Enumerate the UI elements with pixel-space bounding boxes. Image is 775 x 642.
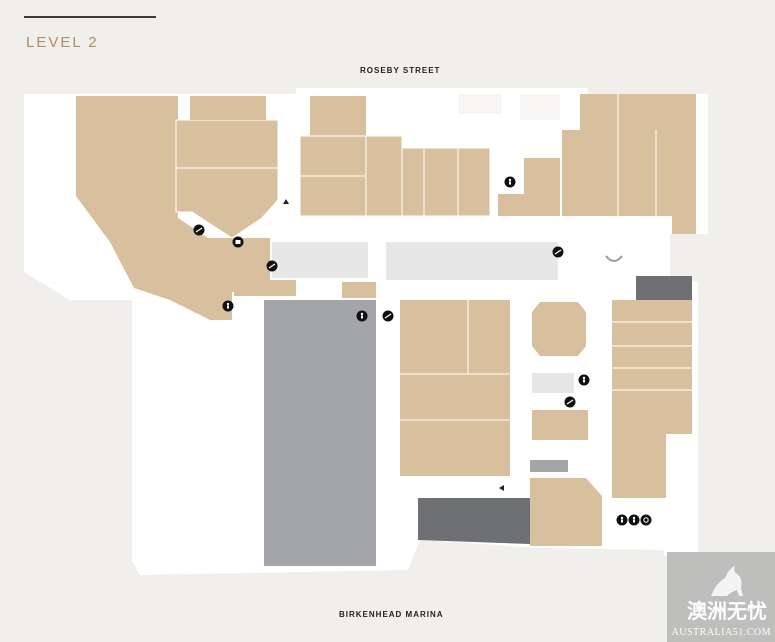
escalator-icon: [382, 310, 394, 322]
escalator-icon: [266, 260, 278, 272]
tenant-n4: [365, 135, 403, 217]
tenant-nw-lower: [175, 167, 279, 239]
corridor-strip-mid: [532, 373, 574, 393]
tenant-n6: [423, 147, 459, 217]
tenant-n3: [299, 175, 367, 217]
toilet-icon: [356, 310, 368, 322]
tenant-east-col: [612, 300, 692, 434]
toilet-icon: [578, 374, 590, 386]
tenant-south-east: [530, 478, 602, 546]
tenant-n1: [310, 96, 366, 136]
tenant-n9: [524, 158, 560, 216]
tenant-east-low: [612, 434, 666, 498]
carpark: [264, 300, 376, 566]
tenant-n2: [299, 135, 367, 177]
tenant-large-west: [76, 96, 270, 320]
escalator-icon: [564, 396, 576, 408]
tenant-central: [400, 300, 510, 476]
tenant-n5: [401, 147, 425, 217]
watermark-en: AUSTRALIA51.COM: [671, 627, 771, 638]
toilet-icon: [628, 514, 640, 526]
entry-arrow-icon: [283, 199, 289, 204]
entry-arrow-icon: [499, 485, 504, 491]
tenant-ne-small-2: [520, 94, 560, 120]
watermark-cn: 澳洲无忧: [687, 599, 767, 623]
street-label-north: ROSEBY STREET: [360, 66, 441, 75]
tenant-ne-big: [562, 94, 696, 234]
tenant-east-top-dark: [636, 276, 692, 300]
tenant-south-dark: [418, 498, 530, 544]
tenant-small-west: [234, 262, 296, 296]
corridor-strip-east: [386, 242, 558, 280]
header-rule: [24, 16, 156, 18]
street-label-south: BIRKENHEAD MARINA: [339, 610, 444, 619]
tenant-n8: [498, 194, 524, 216]
tenant-octagon: [532, 302, 586, 356]
tenant-dark-small: [530, 460, 568, 472]
tenant-ne-small: [458, 94, 502, 114]
toilet-icon: [504, 176, 516, 188]
level-title: LEVEL 2: [26, 34, 99, 51]
toilet-icon: [616, 514, 628, 526]
lift-icon: [232, 236, 244, 248]
tenant-mid-small: [342, 282, 376, 298]
stairs-icon: [605, 255, 623, 262]
tenant-n7: [457, 147, 491, 217]
tenant-south-small: [532, 410, 588, 440]
watermark: 澳洲无忧 AUSTRALIA51.COM: [667, 552, 775, 642]
kangaroo-icon: [711, 566, 743, 596]
escalator-icon: [552, 246, 564, 258]
escalator-icon: [193, 224, 205, 236]
corridor-strip-west: [272, 242, 368, 278]
toilet-icon: [222, 300, 234, 312]
tenant-nw-top: [190, 96, 266, 120]
accessible-icon: [640, 514, 652, 526]
tenant-nw-upper: [175, 119, 279, 169]
